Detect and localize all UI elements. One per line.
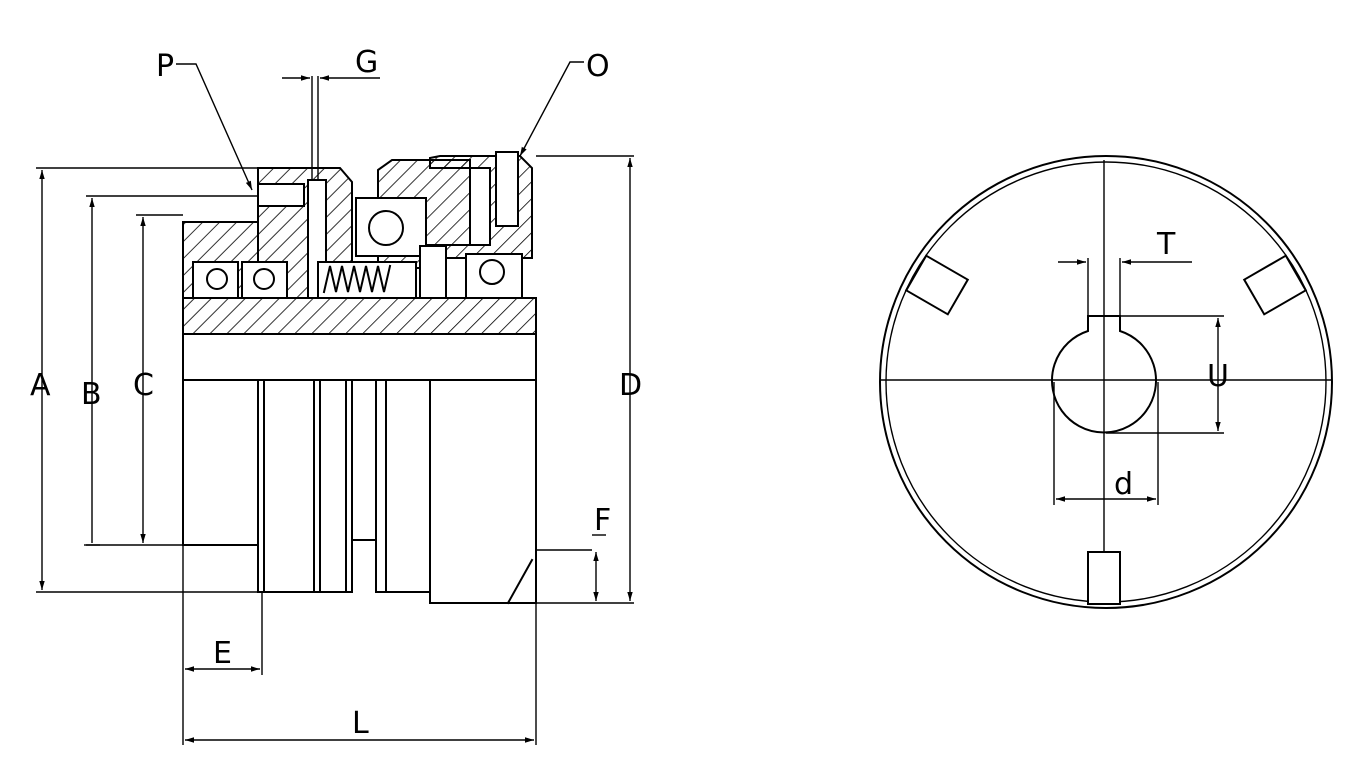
dim-label-e: E [213, 636, 232, 671]
key-bottom [1087, 551, 1121, 605]
dim-label-l: L [352, 706, 369, 741]
outer-circle [879, 155, 1333, 609]
dim-label-d-bore: d [1114, 467, 1133, 502]
bearing-left-2 [241, 261, 288, 299]
dim-label-d: D [619, 368, 642, 403]
spring [317, 261, 417, 299]
bearing-left-1 [192, 261, 239, 299]
end-view: T U d [879, 155, 1333, 609]
inner-circle [885, 161, 1327, 603]
dim-label-f: F [594, 503, 611, 538]
key-right [1242, 254, 1308, 316]
dim-label-p: P [156, 49, 174, 84]
dim-label-o: O [586, 49, 610, 84]
lower-body [182, 333, 537, 605]
side-view: A B C D E F G L O P [30, 45, 642, 745]
dim-label-c: C [133, 368, 154, 403]
extension-lines [36, 76, 634, 745]
dimension-lines [39, 75, 633, 743]
dim-label-a: A [30, 368, 51, 403]
dim-label-t: T [1156, 227, 1176, 262]
bearing-center [355, 197, 427, 257]
oil-plug [495, 151, 519, 227]
key-left [904, 254, 970, 316]
set-screw [257, 183, 305, 207]
bore [1051, 315, 1157, 434]
dim-label-u: U [1207, 359, 1229, 394]
bearing-right [465, 253, 523, 299]
dim-label-g: G [355, 45, 378, 80]
dim-label-b: B [81, 377, 102, 412]
leaders [176, 61, 584, 191]
spacer-ring [419, 245, 447, 299]
